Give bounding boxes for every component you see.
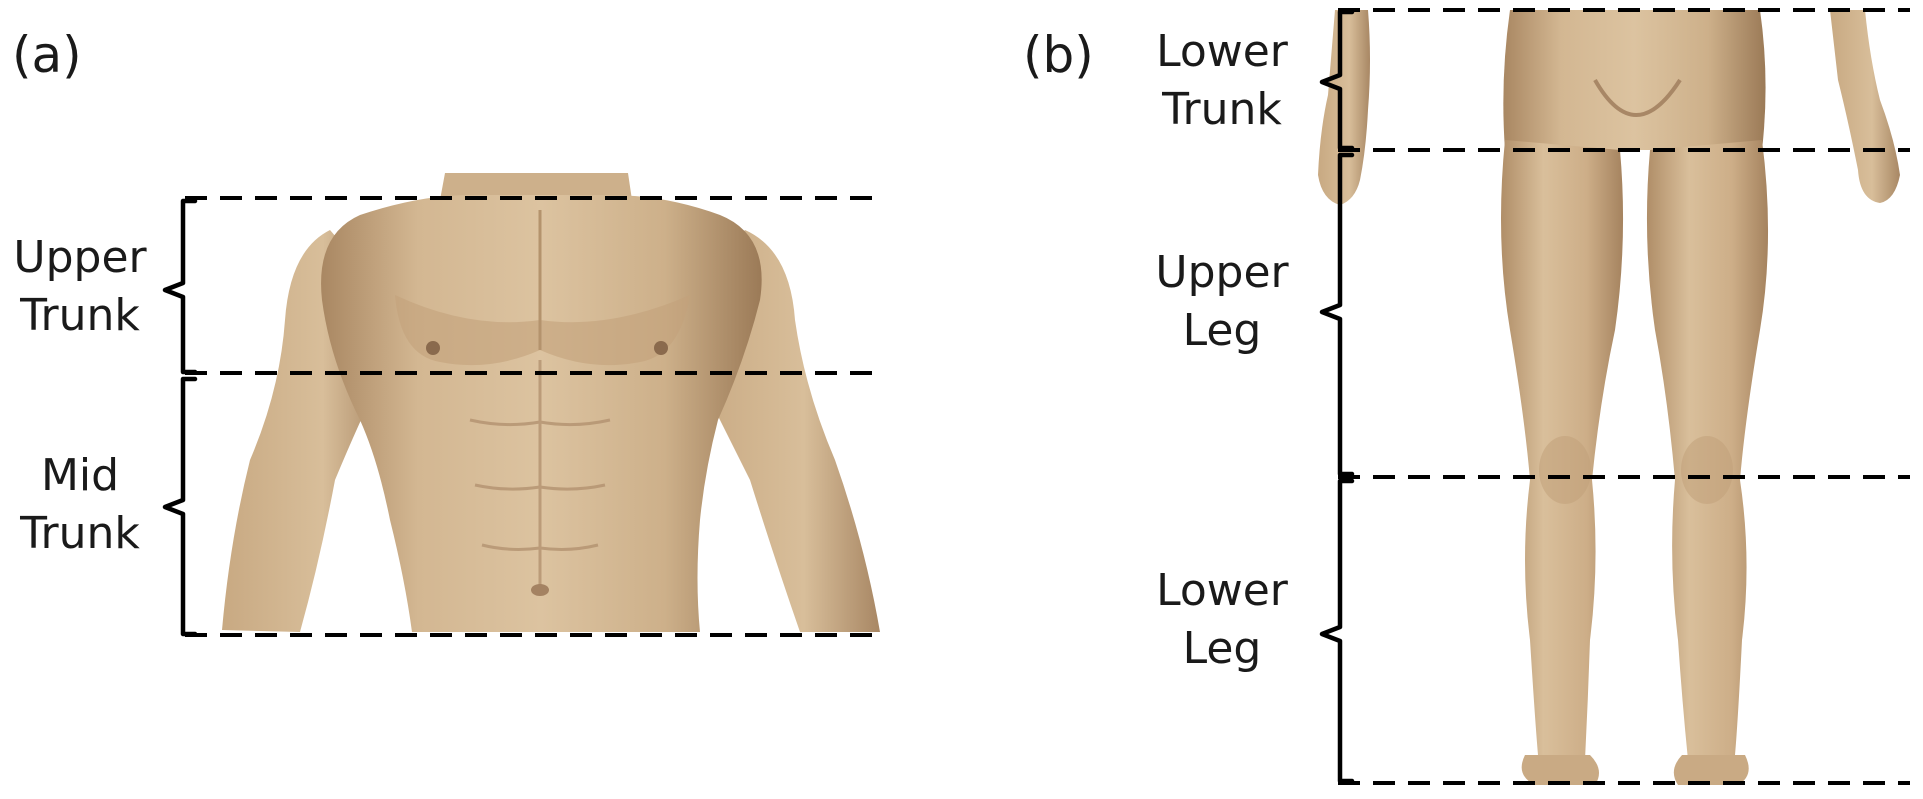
brace-mid-trunk [165, 379, 195, 634]
torso-illustration [222, 173, 880, 632]
label-lower-trunk-1: Lower [1156, 26, 1289, 77]
label-upper-leg-2: Leg [1183, 305, 1262, 356]
panel-a: (a) [12, 26, 885, 635]
panel-a-label: (a) [12, 26, 82, 84]
label-upper-trunk-2: Trunk [19, 290, 140, 341]
label-upper-leg-1: Upper [1155, 247, 1289, 298]
label-mid-trunk-1: Mid [41, 450, 119, 501]
label-lower-leg-2: Leg [1183, 623, 1262, 674]
label-upper-trunk-1: Upper [13, 232, 147, 283]
panel-b: (b) Lower [1023, 10, 1910, 785]
label-lower-leg-1: Lower [1156, 565, 1289, 616]
panel-b-label: (b) [1023, 26, 1094, 84]
label-lower-trunk-2: Trunk [1161, 84, 1282, 135]
lower-body-illustration [1318, 10, 1900, 785]
brace-lower-leg [1322, 481, 1352, 781]
label-mid-trunk-2: Trunk [19, 508, 140, 559]
brace-upper-trunk [165, 201, 195, 372]
